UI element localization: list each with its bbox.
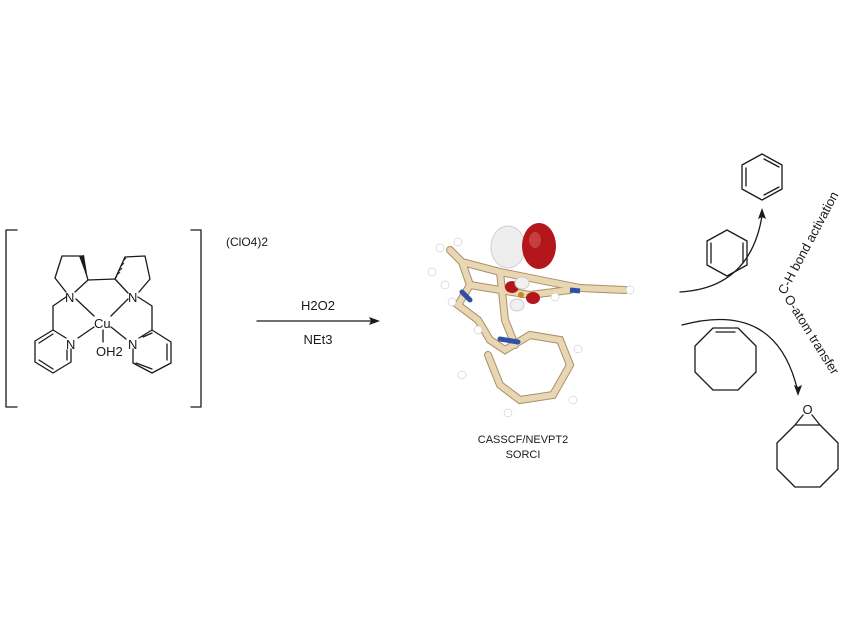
arrow-head: [758, 208, 766, 219]
epoxide-structure: [776, 414, 839, 488]
reagent-top-label: H2O2: [301, 298, 335, 313]
wedge-bond: [79, 255, 88, 280]
water-ligand-label: OH2: [96, 344, 123, 359]
cyclooctene-structure: [694, 327, 757, 391]
left-pyrrolidine-ring: [54, 255, 89, 293]
epoxide-oxygen-label: O: [802, 402, 812, 417]
ch-activation-pathway: C-H bond activation: [679, 153, 842, 297]
right-pyridine-ring: [132, 329, 172, 374]
orbital-lobe-red-small: [526, 292, 540, 304]
method-label-2: SORCI: [506, 449, 541, 461]
ch-activation-label: C-H bond activation: [775, 189, 842, 297]
copper-complex-structure: N N Cu OH2 N N: [34, 255, 172, 374]
counterion-label: (ClO4)2: [226, 235, 268, 249]
right-pyrrolidine-ring: [114, 255, 151, 294]
o-atom-transfer-arrow: [681, 318, 798, 389]
o-atom-transfer-label: O-atom transfer: [781, 292, 842, 378]
orbital-lobe-white-small: [514, 276, 530, 290]
orbital-lobe-white: [490, 225, 526, 269]
bridge-bond: [87, 278, 116, 281]
benzene-structure: [741, 153, 783, 201]
reagent-bottom-label: NEt3: [304, 332, 333, 347]
hash-bond: [114, 257, 127, 280]
nitrogen-label: N: [128, 337, 137, 352]
computed-3d-model: CASSCF/NEVPT2 SORCI: [427, 223, 635, 461]
nitrogen-label: N: [66, 337, 75, 352]
orbital-lobe-red: [522, 223, 556, 269]
left-pyridine-ring: [34, 329, 72, 374]
left-bracket: [5, 229, 18, 408]
o-atom-transfer-pathway: O-atom transfer O: [681, 292, 843, 488]
right-bracket: [190, 229, 202, 408]
nitrogen-tube: [569, 287, 581, 294]
method-label-1: CASSCF/NEVPT2: [478, 434, 568, 446]
orbital-lobe-white-small: [509, 298, 525, 312]
arrow-head: [369, 317, 380, 325]
copper-atom: [518, 292, 524, 298]
reaction-arrow: H2O2 NEt3: [256, 298, 380, 347]
arrow-head: [794, 385, 802, 396]
ch-activation-arrow: [679, 215, 763, 293]
cyclohexadiene-structure: [706, 229, 748, 277]
nitrogen-label: N: [128, 290, 137, 305]
coordination-bonds: [75, 298, 129, 343]
nitrogen-tube: [459, 289, 521, 345]
right-methylene: [137, 296, 153, 331]
left-methylene: [52, 296, 67, 331]
nitrogen-label: N: [65, 290, 74, 305]
copper-label: Cu: [94, 316, 111, 331]
